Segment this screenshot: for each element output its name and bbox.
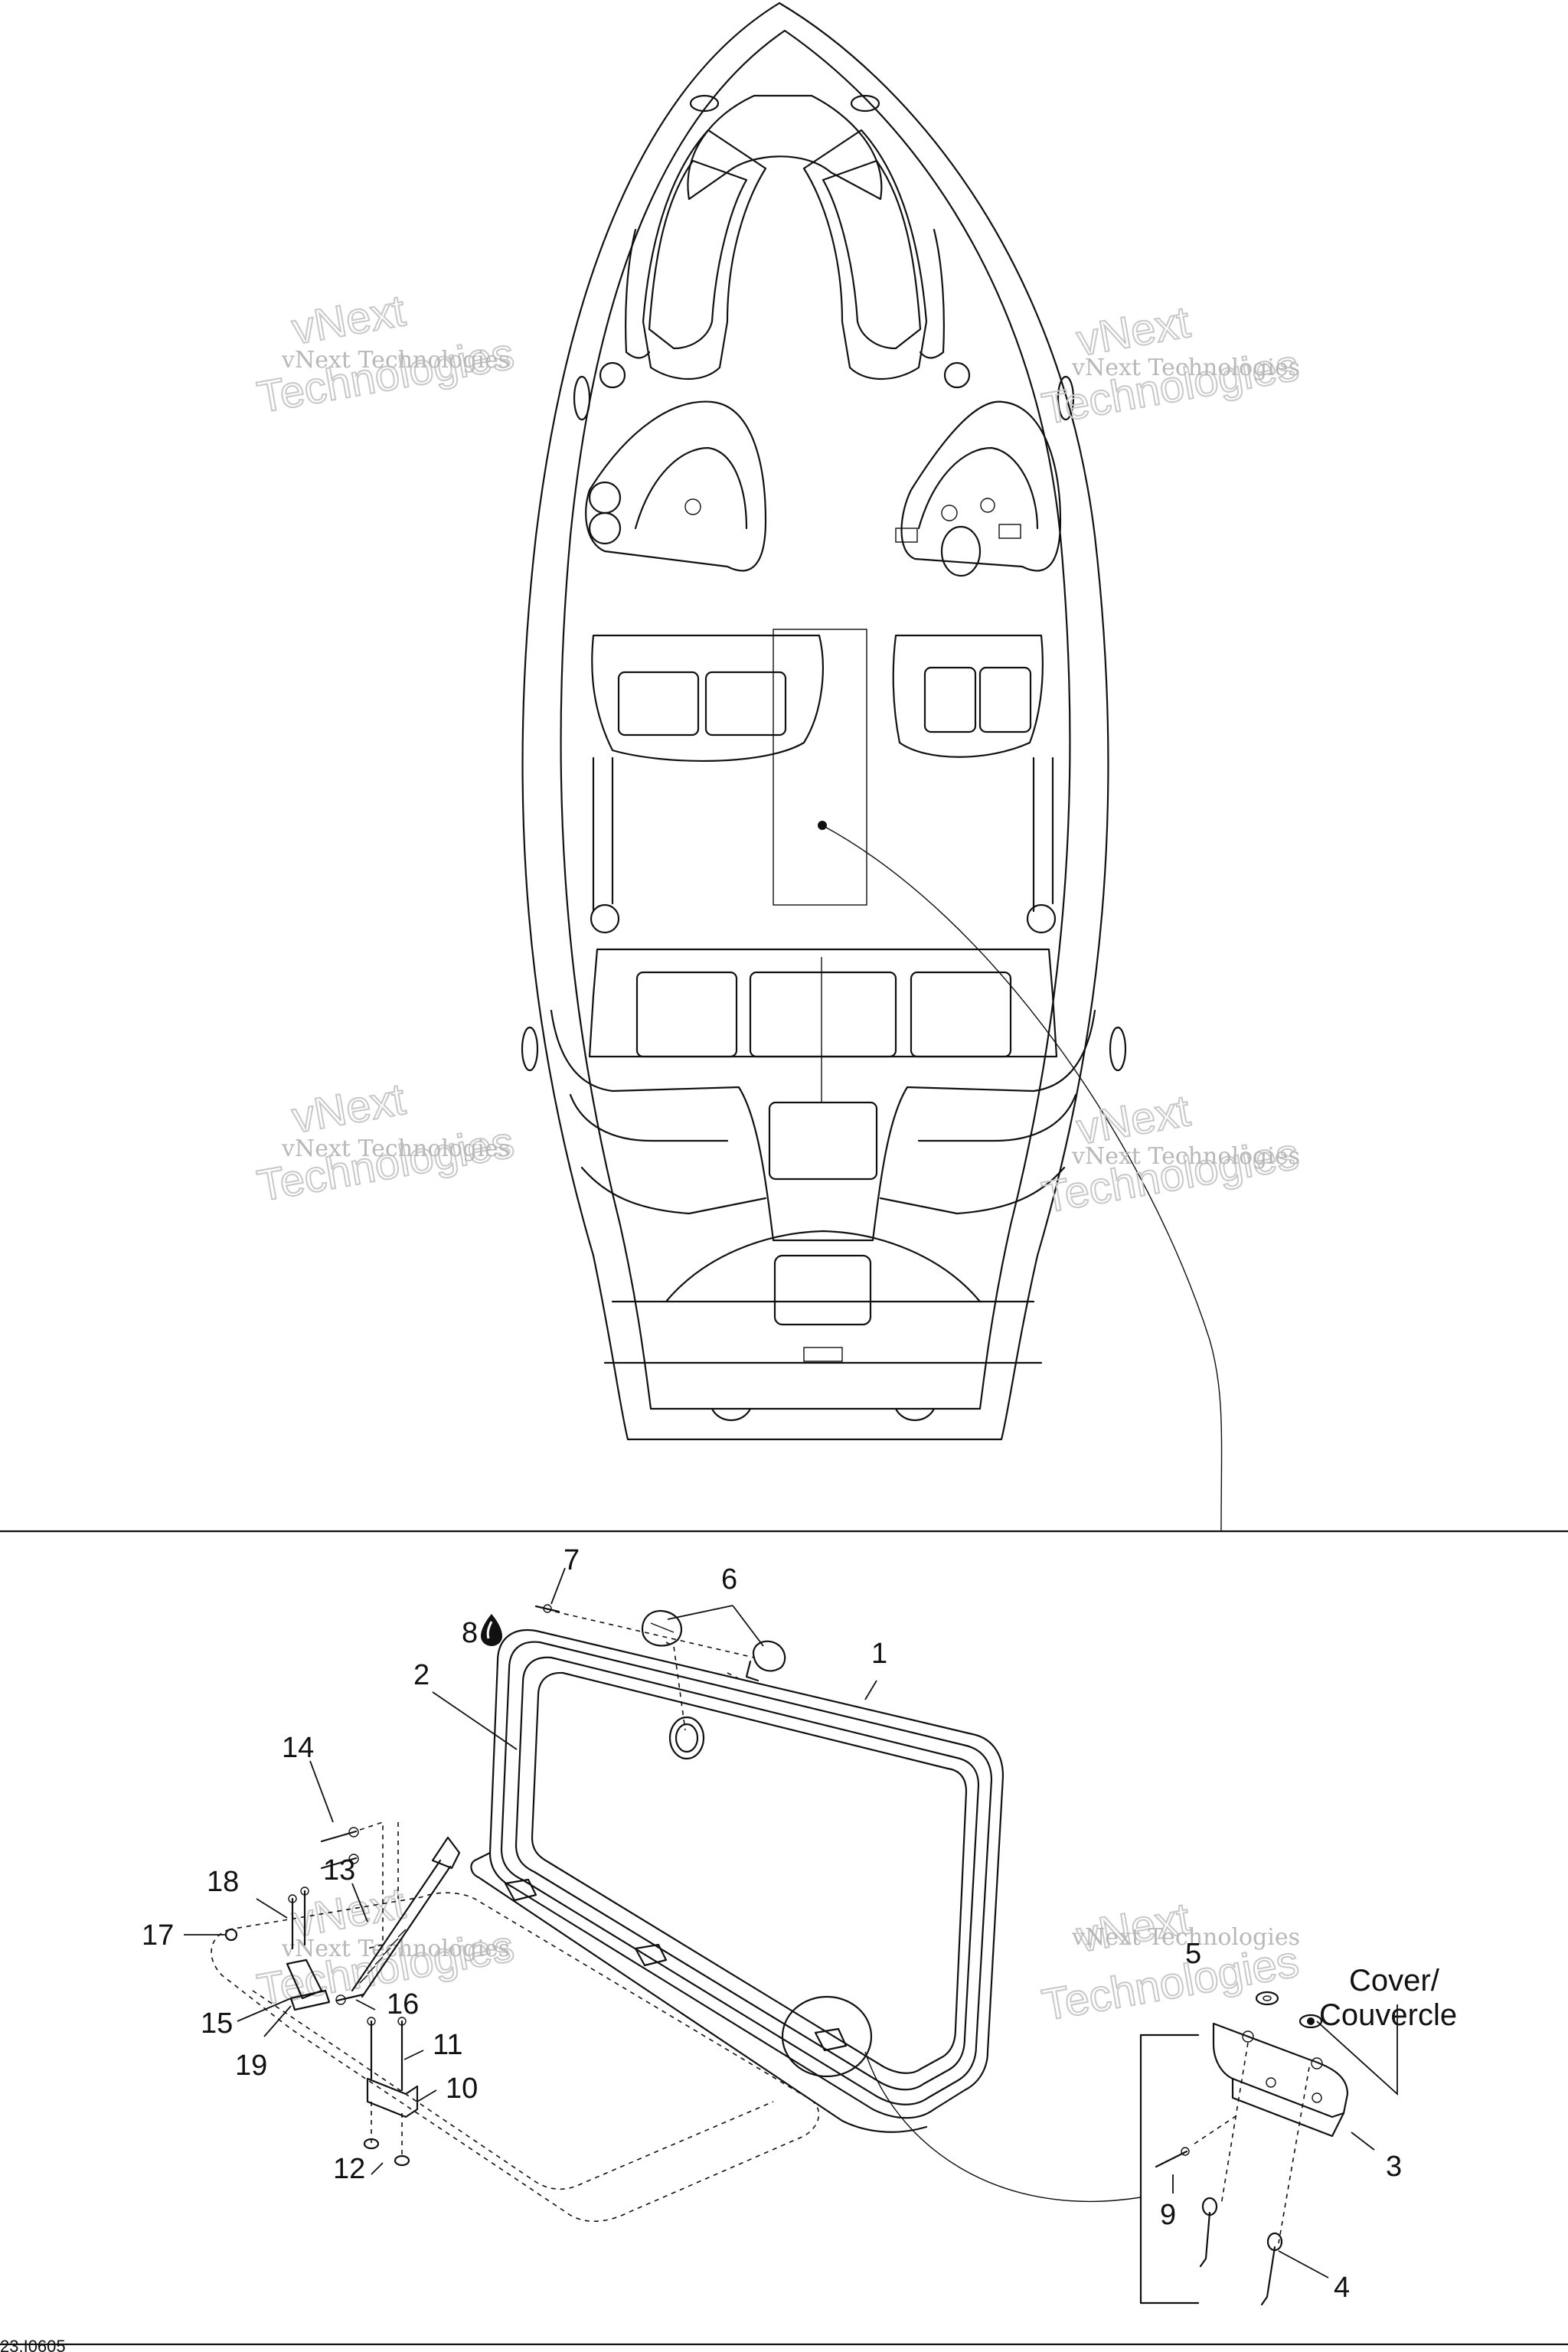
callout-9: 9 — [1160, 2199, 1176, 2231]
callout-labels: 1 2 3 4 5 6 7 8 9 10 11 12 13 14 15 16 1… — [0, 1544, 1457, 2352]
callout-12: 12 — [333, 2153, 365, 2185]
watermark-text: vNext Technologies — [281, 347, 510, 374]
drawing-number: 23.I0605 — [0, 2337, 66, 2352]
callout-5: 5 — [1185, 1938, 1201, 1970]
detail-circle — [781, 1995, 873, 2078]
watermark-group: vNext Technologies vNext Technologies vN… — [253, 285, 1303, 2031]
callout-11: 11 — [433, 2029, 462, 2061]
callout-14: 14 — [282, 1732, 314, 1764]
watermark-text: vNext Technologies — [1071, 354, 1300, 381]
watermark-text: vNext Technologies — [281, 1135, 510, 1162]
callout-1: 1 — [871, 1638, 887, 1670]
callout-19: 19 — [235, 2050, 267, 2082]
watermark-outline-top: vNext — [289, 286, 409, 354]
callout-6: 6 — [721, 1563, 737, 1596]
hatch-lid — [488, 1628, 1004, 2119]
watermark-text: vNext Technologies — [1071, 1924, 1300, 1951]
callout-17: 17 — [142, 1919, 174, 1952]
callout-4: 4 — [1334, 2272, 1350, 2304]
hatch-exploded-view — [211, 1604, 1142, 2223]
cover-label-fr: Couvercle — [1319, 1998, 1457, 2032]
callout-3: 3 — [1386, 2151, 1402, 2183]
callout-18: 18 — [207, 1866, 239, 1898]
callout-15: 15 — [201, 2007, 233, 2040]
latch-detail-inset — [1139, 1991, 1349, 2306]
cover-label-en: Cover/ — [1349, 1964, 1440, 1998]
callout-13: 13 — [323, 1854, 355, 1886]
watermark-text: vNext Technologies — [1071, 1143, 1300, 1170]
callout-10: 10 — [446, 2073, 478, 2105]
watermark-outline-bottom: Technologies — [253, 1117, 518, 1211]
callout-7: 7 — [564, 1544, 580, 1576]
watermark-outline-top: vNext — [289, 1074, 409, 1143]
drop-icon — [481, 1614, 502, 1646]
callout-16: 16 — [387, 1988, 419, 2020]
leader-lines — [184, 1567, 1398, 2278]
callout-2: 2 — [413, 1659, 430, 1691]
boat-top-view — [521, 2, 1223, 1532]
callout-8: 8 — [462, 1617, 478, 1649]
watermark-outline-bottom: Technologies — [253, 328, 518, 423]
